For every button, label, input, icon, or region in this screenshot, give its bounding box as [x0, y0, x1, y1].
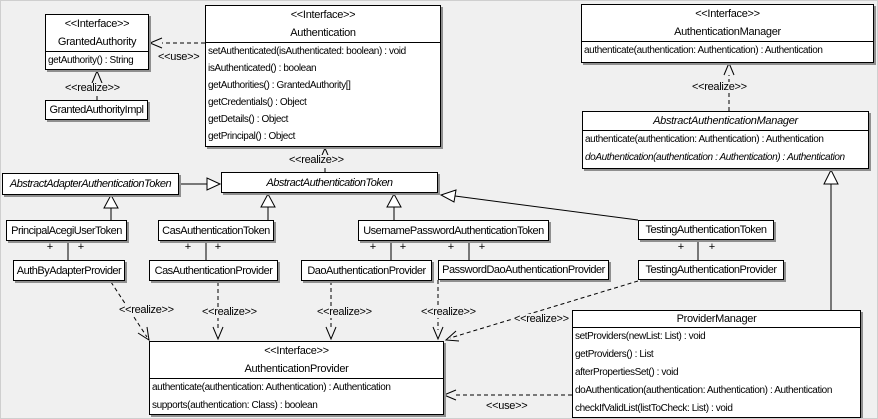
stereotype-label: <<Interface>>	[64, 18, 130, 30]
class-abstract-adapter-authentication-token[interactable]: AbstractAdapterAuthenticationToken	[2, 173, 179, 195]
method-entry: getAuthority() : String	[48, 55, 134, 66]
class-name: AuthByAdapterProvider	[16, 264, 122, 277]
association-end-label: +	[708, 241, 716, 253]
method-entry: isAuthenticated() : boolean	[208, 63, 317, 74]
class-title: <<Interface>> Authentication	[206, 6, 440, 43]
realize-label: <<realize>>	[288, 154, 345, 166]
class-cas-authentication-token[interactable]: CasAuthenticationToken	[158, 220, 274, 241]
class-name: AuthenticationProvider	[244, 363, 349, 375]
class-testing-authentication-token[interactable]: TestingAuthenticationToken	[638, 220, 774, 240]
class-auth-by-adapter-provider[interactable]: AuthByAdapterProvider	[13, 260, 125, 281]
stereotype-label: <<Interface>>	[290, 9, 356, 21]
method-entry: authenticate(authentication: Authenticat…	[584, 45, 823, 56]
class-name: AbstractAdapterAuthenticationToken	[9, 178, 172, 190]
class-name: TestingAuthenticationToken	[645, 224, 767, 236]
open-arrow	[444, 330, 460, 342]
class-name: PrincipalAcegiUserToken	[11, 224, 122, 237]
class-password-dao-authentication-provider[interactable]: PasswordDaoAuthenticationProvider	[438, 260, 609, 280]
method-entry: supports(authentication: Class) : boolea…	[152, 400, 318, 411]
realize-label: <<realize>>	[420, 306, 477, 318]
class-name: ProviderManager	[676, 313, 757, 325]
use-label: <<use>>	[485, 400, 529, 412]
realize-label: <<realize>>	[513, 313, 570, 325]
class-authentication[interactable]: <<Interface>> Authentication setAuthenti…	[205, 5, 441, 147]
class-abstract-authentication-manager[interactable]: AbstractAuthenticationManager authentica…	[582, 111, 869, 169]
realize-label: <<realize>>	[64, 82, 121, 94]
association-end-label: +	[214, 241, 222, 253]
stereotype-label: <<Interface>>	[264, 345, 329, 357]
association-end-label: +	[677, 241, 685, 253]
class-title: AbstractAuthenticationManager	[583, 112, 868, 131]
class-title: <<Interface>> GrantedAuthority	[46, 15, 148, 52]
generalization-arrow	[260, 192, 276, 208]
class-authentication-manager[interactable]: <<Interface>> AuthenticationManager auth…	[581, 4, 874, 63]
open-arrow	[723, 61, 735, 76]
method-entry: authenticate(authentication: Authenticat…	[152, 382, 391, 393]
association-end-label: +	[447, 241, 455, 253]
class-granted-authority-impl[interactable]: GrantedAuthorityImpl	[45, 100, 148, 120]
open-arrow	[212, 326, 224, 341]
generalization-arrow	[206, 177, 222, 191]
association-end-label: +	[77, 241, 85, 253]
class-name: GrantedAuthorityImpl	[49, 104, 144, 116]
method-entry: getPrincipal() : Object	[208, 131, 295, 142]
class-name: Authentication	[290, 27, 356, 39]
class-name: DaoAuthenticationProvider	[307, 264, 426, 277]
open-arrow	[137, 326, 150, 342]
association-end-label: +	[184, 241, 192, 253]
generalization-arrow	[823, 168, 839, 185]
method-entry: doAuthentication(authentication: Authent…	[575, 385, 832, 396]
class-name: AbstractAuthenticationManager	[653, 115, 798, 127]
method-entry: getCredentials() : Object	[208, 97, 307, 108]
association-end-label: +	[369, 241, 377, 253]
class-title: ProviderManager	[573, 311, 860, 328]
generalization-arrow	[386, 192, 402, 208]
class-username-password-authentication-token[interactable]: UsernamePasswordAuthenticationToken	[358, 220, 549, 241]
use-label: <<use>>	[157, 51, 201, 63]
realize-label: <<realize>>	[691, 81, 748, 93]
class-title: <<Interface>> AuthenticationManager	[582, 5, 873, 42]
stereotype-label: <<Interface>>	[695, 8, 760, 20]
method-entry: authenticate(authentication: Authenticat…	[585, 134, 824, 145]
class-abstract-authentication-token[interactable]: AbstractAuthenticationToken	[221, 172, 438, 193]
method-entry: getDetails() : Object	[208, 114, 288, 125]
method-entry: setProviders(newList: List) : void	[575, 331, 706, 342]
class-cas-authentication-provider[interactable]: CasAuthenticationProvider	[149, 260, 278, 281]
open-arrow	[432, 326, 444, 341]
open-arrow	[442, 389, 457, 401]
class-authentication-provider[interactable]: <<Interface>> AuthenticationProvider aut…	[149, 341, 444, 415]
realize-label: <<realize>>	[316, 306, 373, 318]
open-arrow	[148, 37, 163, 49]
method-entry: setAuthenticated(isAuthenticated: boolea…	[208, 46, 406, 57]
realize-label: <<realize>>	[118, 304, 175, 316]
class-name: UsernamePasswordAuthenticationToken	[363, 224, 544, 237]
realize-label: <<realize>>	[201, 306, 258, 318]
class-name: AbstractAuthenticationToken	[266, 176, 393, 189]
class-granted-authority[interactable]: <<Interface>> GrantedAuthority getAuthor…	[45, 14, 149, 70]
method-entry: getProviders() : List	[575, 349, 654, 360]
association-end-label: +	[46, 241, 54, 253]
class-dao-authentication-provider[interactable]: DaoAuthenticationProvider	[301, 260, 432, 281]
class-title: <<Interface>> AuthenticationProvider	[150, 342, 443, 379]
class-principal-acegi-user-token[interactable]: PrincipalAcegiUserToken	[6, 220, 127, 241]
class-name: GrantedAuthority	[57, 36, 137, 48]
class-name: PasswordDaoAuthenticationProvider	[442, 264, 605, 276]
method-entry: getAuthorities() : GrantedAuthority[]	[208, 80, 351, 91]
method-entry: afterPropertiesSet() : void	[575, 367, 679, 378]
association-end-label: +	[399, 241, 407, 253]
association-end-label: +	[478, 241, 486, 253]
generalization-line-testingauthenticationtoken	[454, 195, 639, 221]
class-name: AuthenticationManager	[674, 26, 781, 38]
class-name: CasAuthenticationProvider	[154, 264, 273, 277]
class-testing-authentication-provider[interactable]: TestingAuthenticationProvider	[638, 260, 784, 280]
method-entry: checkIfValidList(listToCheck: List) : vo…	[575, 403, 733, 414]
class-provider-manager[interactable]: ProviderManager setProviders(newList: Li…	[572, 310, 861, 418]
class-name: CasAuthenticationToken	[162, 224, 270, 237]
generalization-arrow	[439, 189, 457, 203]
class-name: TestingAuthenticationProvider	[645, 264, 777, 276]
method-entry-abstract: doAuthentication(authentication : Authen…	[585, 152, 845, 163]
generalization-arrow	[103, 193, 119, 209]
open-arrow	[325, 326, 337, 341]
